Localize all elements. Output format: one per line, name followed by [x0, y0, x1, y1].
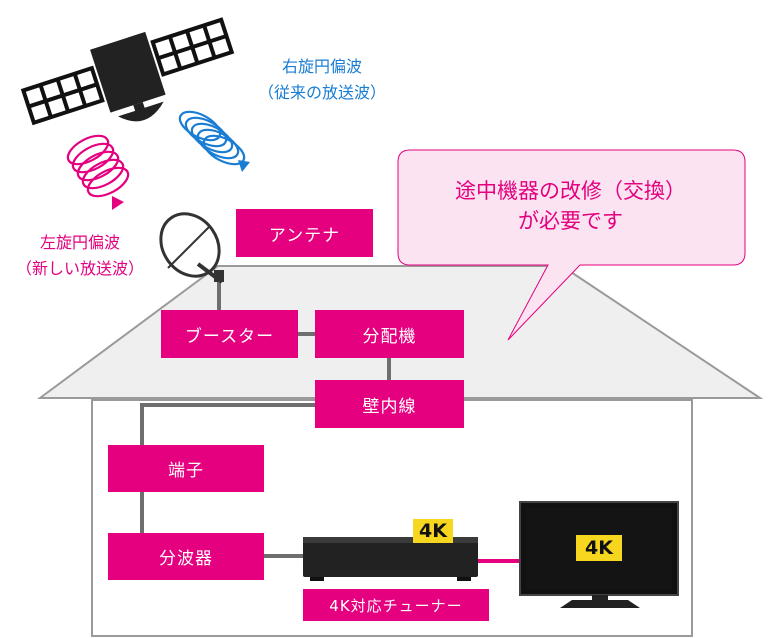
tv-4k-badge: 4K: [576, 535, 622, 561]
callout-text: 途中機器の改修（交換） が必要です: [398, 176, 743, 236]
booster-label: ブースター: [161, 310, 298, 358]
tuner-device-icon: [303, 537, 478, 581]
solar-panel-left: [20, 65, 105, 126]
wave-separator-label: 分波器: [108, 533, 264, 580]
wall-wiring-label: 壁内線: [315, 380, 464, 428]
cable-wall-terminal: [140, 403, 315, 445]
antenna-label: アンテナ: [236, 209, 373, 257]
left-polarization-text: 左旋円偏波 （新しい放送波）: [0, 230, 160, 282]
right-polarization-text: 右旋円偏波 （従来の放送波）: [242, 54, 402, 106]
tuner-4k-badge: 4K: [413, 519, 453, 543]
tuner-label: 4K対応チューナー: [303, 589, 489, 621]
callout-line-2: が必要です: [518, 209, 623, 233]
right-wave-icon: [178, 110, 250, 172]
left-polarization-title: 左旋円偏波: [39, 233, 120, 252]
antenna-dish-icon: [159, 212, 224, 284]
right-polarization-title: 右旋円偏波: [281, 57, 362, 76]
left-polarization-subtitle: （新しい放送波）: [15, 259, 144, 278]
cables: [140, 280, 391, 558]
satellite-icon: [20, 17, 235, 126]
satellite-body: [90, 31, 166, 113]
terminal-label: 端子: [108, 445, 264, 492]
right-polarization-subtitle: （従来の放送波）: [257, 83, 386, 102]
left-wave-icon: [66, 134, 130, 210]
solar-panel-right: [150, 17, 235, 77]
callout-bubble: [397, 149, 746, 341]
splitter-label: 分配機: [315, 310, 464, 358]
callout-line-1: 途中機器の改修（交換）: [455, 179, 686, 203]
